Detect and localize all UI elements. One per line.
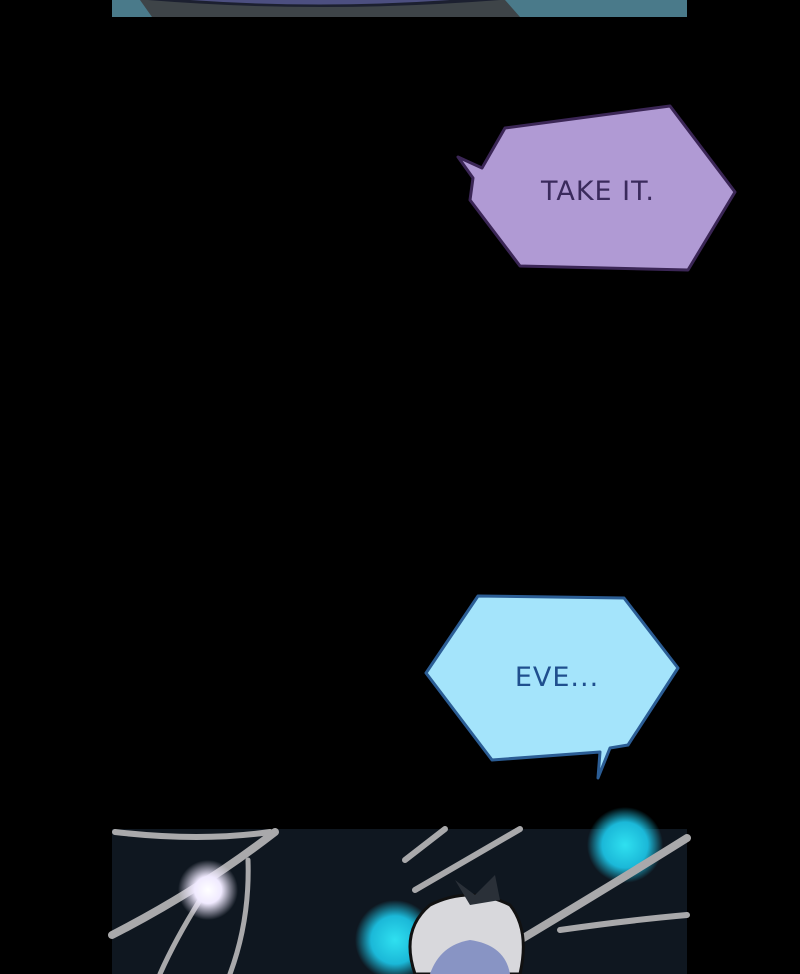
speech-bubble-eve: EVE...	[424, 594, 680, 780]
bubble-text: TAKE IT.	[540, 176, 655, 207]
top-panel	[112, 0, 687, 17]
bubble-text: EVE...	[515, 662, 599, 693]
speech-bubble-take-it: TAKE IT.	[456, 104, 737, 272]
bottom-panel	[108, 807, 691, 974]
